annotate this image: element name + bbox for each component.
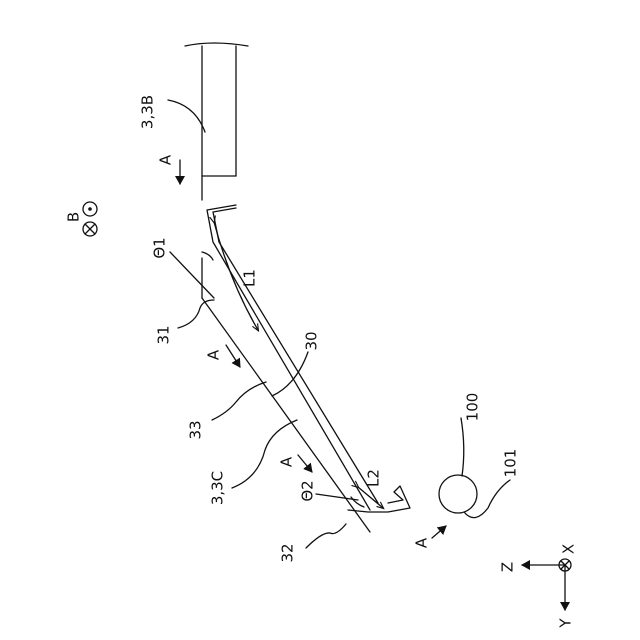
label-l2: L2: [365, 469, 383, 487]
label-3-3b: 3,3B: [139, 95, 157, 129]
label-direction-a-4: A: [413, 537, 431, 548]
label-3-3c: 3,3C: [209, 471, 227, 505]
object-100: [439, 475, 477, 513]
leader-100: [461, 418, 464, 476]
arrow-a-3: [298, 455, 312, 472]
label-31: 31: [155, 325, 173, 344]
label-101: 101: [502, 449, 520, 478]
leader-101: [464, 480, 510, 518]
label-axis-z: Z: [499, 562, 517, 572]
leader-theta1: [170, 252, 214, 298]
direction-b-symbols: [83, 202, 97, 236]
label-axis-y: Y: [557, 618, 575, 629]
label-theta-2: Θ2: [299, 480, 317, 501]
leader-32: [306, 524, 346, 548]
label-theta-1: Θ1: [151, 237, 169, 258]
arrow-a-4: [432, 526, 446, 538]
leader-33: [212, 382, 266, 420]
leader-31: [178, 300, 214, 328]
label-33: 33: [187, 420, 205, 439]
label-30: 30: [303, 331, 321, 350]
label-direction-a-2: A: [205, 349, 223, 360]
coordinate-axes: [522, 559, 571, 610]
label-direction-a-3: A: [278, 456, 296, 467]
label-direction-a-1: A: [157, 154, 175, 165]
label-l1: L1: [241, 269, 259, 287]
label-axis-x: X: [560, 544, 578, 554]
leader-3c: [232, 420, 297, 488]
label-32: 32: [279, 543, 297, 562]
theta2-arc: [351, 497, 364, 507]
conveyor-3b: [185, 43, 248, 176]
label-direction-b: B: [65, 212, 83, 222]
theta1-arc: [202, 252, 213, 260]
leader-3b: [168, 100, 205, 132]
label-100: 100: [464, 393, 482, 422]
